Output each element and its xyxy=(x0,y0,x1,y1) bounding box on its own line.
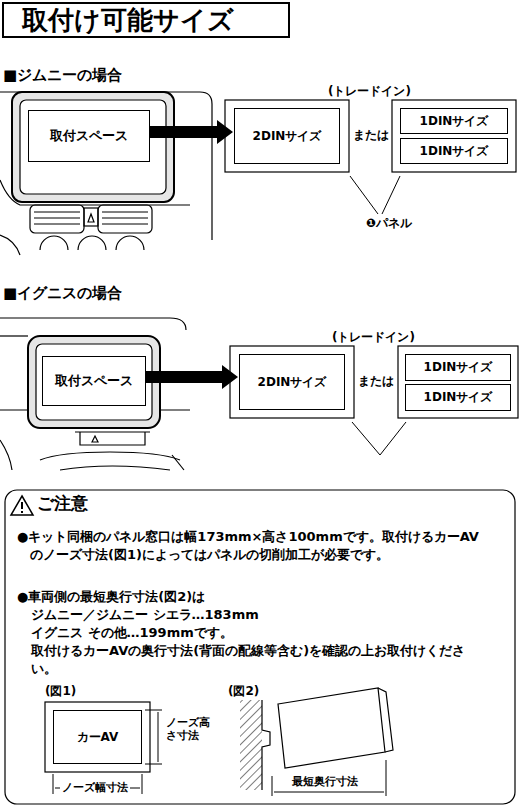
caution-box: ご注意 ●キット同梱のパネル窓口は幅173mm×高さ100mmです。取付けるカーA… xyxy=(5,490,515,804)
section-heading: ■ジムニーの場合 xyxy=(3,66,122,84)
ignis-dashboard xyxy=(0,318,190,470)
box-label: 取付スペース xyxy=(55,372,133,390)
box-label: 取付スペース xyxy=(50,127,128,145)
din2-box: 2DINサイズ xyxy=(239,354,345,410)
figure-label: (図2) xyxy=(228,684,259,698)
caution-text: ●車両側の最短奥行寸法(図2)は xyxy=(17,588,487,606)
caution-text: ジムニー／ジムニー シエラ…183mm xyxy=(31,606,491,624)
box-label: 2DINサイズ xyxy=(258,374,327,391)
note-label: または xyxy=(353,128,389,142)
box-label: 1DINサイズ xyxy=(420,113,489,130)
leader-lines xyxy=(350,176,400,214)
warning-icon xyxy=(11,496,33,515)
panel-frames xyxy=(230,346,518,418)
box-label: 1DINサイズ xyxy=(424,389,493,406)
din2-box: 2DINサイズ xyxy=(234,108,340,164)
box-label: 1DINサイズ xyxy=(424,359,493,376)
din1-box: 1DINサイズ xyxy=(405,384,511,411)
space-box: 取付スペース xyxy=(42,356,146,406)
caution-text: 取付けるカーAVの奥行寸法(背面の配線等含む)を確認の上お取付けください。 xyxy=(31,642,491,678)
note-label: (トレードイン) xyxy=(328,84,411,98)
caution-heading: ご注意 xyxy=(37,494,237,512)
dash-section xyxy=(262,688,393,790)
din1-box: 1DINサイズ xyxy=(405,354,511,381)
page-title: 取付け可能サイズ xyxy=(2,2,290,38)
note-label: または xyxy=(358,374,394,388)
leader-lines xyxy=(352,422,406,455)
block-arrow xyxy=(150,120,233,144)
section-heading: ■イグニスの場合 xyxy=(3,284,122,302)
caution-text: ●キット同梱のパネル窓口は幅173mm×高さ100mmです。取付けるカーAVのノ… xyxy=(17,528,487,564)
caution-frame xyxy=(5,490,515,804)
box-label: 1DINサイズ xyxy=(420,143,489,160)
dimension-label: ノーズ高さ寸法 xyxy=(166,716,216,742)
space-box: 取付スペース xyxy=(28,110,150,162)
car-av-front xyxy=(45,702,150,772)
jimny-dashboard xyxy=(0,92,212,255)
box-label: 2DINサイズ xyxy=(253,128,322,145)
din1-box: 1DINサイズ xyxy=(400,108,508,134)
panel-frames xyxy=(225,100,516,172)
callout-label: ❶パネル xyxy=(366,216,412,230)
figure-label: (図1) xyxy=(45,684,76,698)
vent-slats xyxy=(34,212,148,224)
dimension-label: 最短奥行寸法 xyxy=(290,775,360,788)
car-av-box: カーAV xyxy=(53,710,142,764)
depth-dimension xyxy=(272,760,386,796)
box-label: カーAV xyxy=(77,729,119,746)
dimension-label: ノーズ幅寸法 xyxy=(60,781,130,794)
block-arrow xyxy=(146,365,238,389)
wall-hatching xyxy=(240,700,262,790)
din1-box: 1DINサイズ xyxy=(400,138,508,164)
note-label: (トレードイン) xyxy=(332,330,415,344)
caution-text: イグニス その他…199mmです。 xyxy=(31,624,491,642)
dimension-lines xyxy=(53,710,162,794)
